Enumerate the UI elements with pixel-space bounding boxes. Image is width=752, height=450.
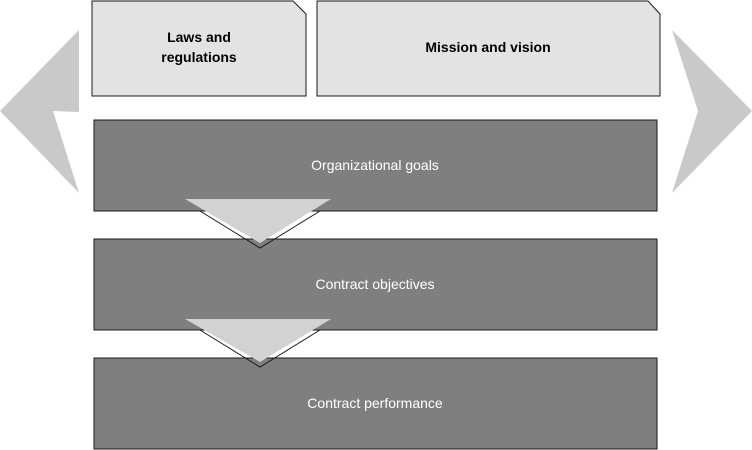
- down-arrow-2-edge: [199, 329, 321, 368]
- left-chevron-shape: [0, 30, 79, 193]
- stage-organizational-goals-label: Organizational goals: [311, 157, 439, 173]
- right-chevron-shape: [672, 30, 752, 193]
- top-box-mission-shape: [316, 0, 661, 97]
- top-box-laws-line-1: Laws and: [167, 29, 231, 45]
- top-box-laws-and-regulations: Laws and regulations: [91, 0, 307, 97]
- down-arrow-1-edge: [199, 210, 321, 249]
- down-arrow-2-shape: [185, 319, 331, 362]
- stage-contract-objectives-box: [93, 238, 658, 331]
- top-box-laws-shape: [91, 0, 307, 97]
- stage-contract-performance-box: [93, 357, 658, 450]
- down-arrow-1: [185, 199, 331, 249]
- stage-contract-objectives: Contract objectives: [93, 238, 658, 331]
- down-arrow-2: [185, 319, 331, 368]
- stage-organizational-goals: Organizational goals: [93, 119, 658, 212]
- stage-contract-performance-label: Contract performance: [307, 395, 443, 411]
- stage-contract-objectives-label: Contract objectives: [315, 276, 434, 292]
- down-arrow-1-shape: [185, 199, 331, 243]
- top-box-mission-label: Mission and vision: [425, 39, 550, 55]
- top-box-mission-and-vision: Mission and vision: [316, 0, 661, 97]
- stage-organizational-goals-box: [93, 119, 658, 212]
- top-box-laws-line-2: regulations: [161, 49, 237, 65]
- stage-contract-performance: Contract performance: [93, 357, 658, 450]
